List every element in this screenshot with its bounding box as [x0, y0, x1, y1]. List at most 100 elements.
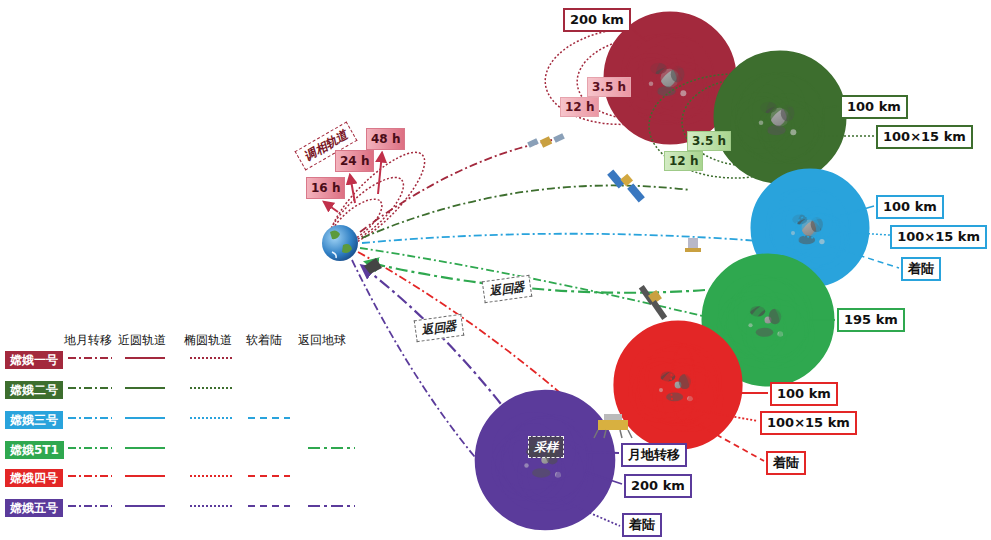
- legend-samples: [190, 505, 232, 507]
- ce5t1-orbit: [809, 319, 835, 321]
- phasing-period-box: 48 h: [366, 128, 405, 150]
- period-box: 3.5 h: [587, 77, 631, 97]
- legend-swatch: 嫦娥四号: [5, 469, 63, 487]
- box-text: 48 h: [371, 132, 400, 146]
- ce5-orbits: [586, 452, 619, 453]
- box-text: 3.5 h: [592, 80, 626, 94]
- phasing-period-box: 16 h: [306, 177, 345, 199]
- box-text: 200 km: [631, 478, 685, 493]
- spacecraft: [688, 238, 698, 248]
- box-text: 返回器: [488, 280, 526, 299]
- box-text: 着陆: [773, 455, 799, 470]
- phasing-orbits: [317, 140, 437, 260]
- ce3-orbits: [840, 206, 874, 216]
- ce2-orbits: [736, 73, 824, 161]
- legend-text: 嫦娥一号: [10, 353, 58, 367]
- legend-text: 嫦娥四号: [10, 471, 58, 485]
- phasing-period-box: 24 h: [335, 150, 374, 172]
- altitude-box: 100 km: [770, 382, 838, 406]
- ce1-orbits: [541, 21, 719, 131]
- box-text: 100 km: [847, 99, 901, 114]
- spacecraft: [685, 248, 701, 252]
- ce2-orbits: [649, 74, 821, 178]
- ce1-orbits: [632, 40, 708, 116]
- legend-samples: [68, 417, 112, 419]
- legend-samples: [68, 387, 232, 389]
- ce2-orbits: [649, 73, 874, 178]
- legend-column-header: 软着陆: [246, 333, 282, 347]
- box-text: 100×15 km: [883, 129, 966, 144]
- earth: [322, 225, 358, 261]
- box-text: 返回器: [420, 319, 458, 338]
- return-capsule-tag: 返回器: [482, 275, 533, 303]
- ce4-orbits: [695, 410, 758, 421]
- legend-samples: [68, 505, 112, 507]
- legend-samples: [248, 417, 290, 419]
- legend-samples: [125, 505, 165, 507]
- legend-row: 嫦娥四号: [5, 467, 63, 487]
- landing-box: 着陆: [622, 513, 662, 537]
- legend-row: 嫦娥五号: [5, 497, 63, 517]
- legend-column-header: 地月转移: [64, 333, 112, 347]
- phasing-pointer: [324, 202, 338, 212]
- legend-samples: [68, 357, 112, 359]
- ce1-orbits: [541, 21, 719, 131]
- legend-samples: [68, 505, 355, 507]
- legend-text: 嫦娥三号: [10, 413, 58, 427]
- spacecraft: [364, 258, 382, 274]
- box-text: 3.5 h: [692, 134, 726, 148]
- spacecraft: [553, 133, 565, 143]
- ce1-orbits: [626, 34, 714, 122]
- ce5-orbits: [502, 417, 588, 503]
- earth: [322, 225, 358, 261]
- earth-moon-transfer: [362, 234, 772, 243]
- box-text: 12 h: [669, 154, 698, 168]
- landing-box: 着陆: [901, 257, 941, 281]
- legend-samples: [308, 447, 355, 449]
- legend-swatch: 嫦娥5T1: [5, 441, 64, 459]
- landing-box: 着陆: [766, 451, 806, 475]
- legend-samples: [68, 447, 355, 449]
- ce2-orbits: [742, 79, 818, 155]
- legend-samples: [125, 475, 165, 477]
- altitude-box: 100 km: [876, 195, 944, 219]
- box-text: 200 km: [570, 12, 624, 27]
- legend-row: 嫦娥二号: [5, 379, 63, 399]
- ce5-orbits: [560, 500, 620, 526]
- spacecraft: [651, 300, 667, 320]
- box-text: 100 km: [883, 199, 937, 214]
- spacecraft: [620, 174, 633, 187]
- spacecraft: [540, 136, 552, 147]
- altitude-box: 100×15 km: [876, 125, 973, 149]
- phasing-pointer: [378, 153, 382, 194]
- period-box: 3.5 h: [687, 131, 731, 151]
- spacecraft: [598, 420, 628, 430]
- legend-samples: [68, 475, 112, 477]
- legend-samples: [68, 475, 290, 477]
- ce3-orbits: [776, 194, 844, 262]
- altitude-box: 195 km: [837, 308, 905, 332]
- legend-samples: [68, 447, 112, 449]
- box-text: 12 h: [565, 100, 594, 114]
- legend-samples: [190, 357, 232, 359]
- legend-samples: [125, 447, 165, 449]
- legend-samples: [68, 387, 112, 389]
- period-box: 12 h: [664, 151, 703, 171]
- box-text: 采样: [534, 440, 558, 454]
- ce4-orbits: [718, 392, 768, 394]
- earth: [330, 230, 352, 253]
- spacecraft: [364, 133, 701, 438]
- spacecraft: [594, 430, 632, 438]
- legend-swatch: 嫦娥二号: [5, 381, 63, 399]
- legend-swatch: 嫦娥一号: [5, 351, 63, 369]
- box-text: 195 km: [844, 312, 898, 327]
- altitude-box: 200 km: [624, 474, 692, 498]
- altitude-box: 200 km: [563, 8, 631, 32]
- spacecraft: [627, 184, 645, 203]
- legend-text: 嫦娥5T1: [10, 443, 59, 457]
- spacecraft: [604, 414, 622, 420]
- altitude-box: 100×15 km: [890, 225, 987, 249]
- ce5t1-orbit: [733, 285, 803, 355]
- ce5-orbits: [502, 417, 622, 526]
- legend-text: 嫦娥五号: [10, 501, 58, 515]
